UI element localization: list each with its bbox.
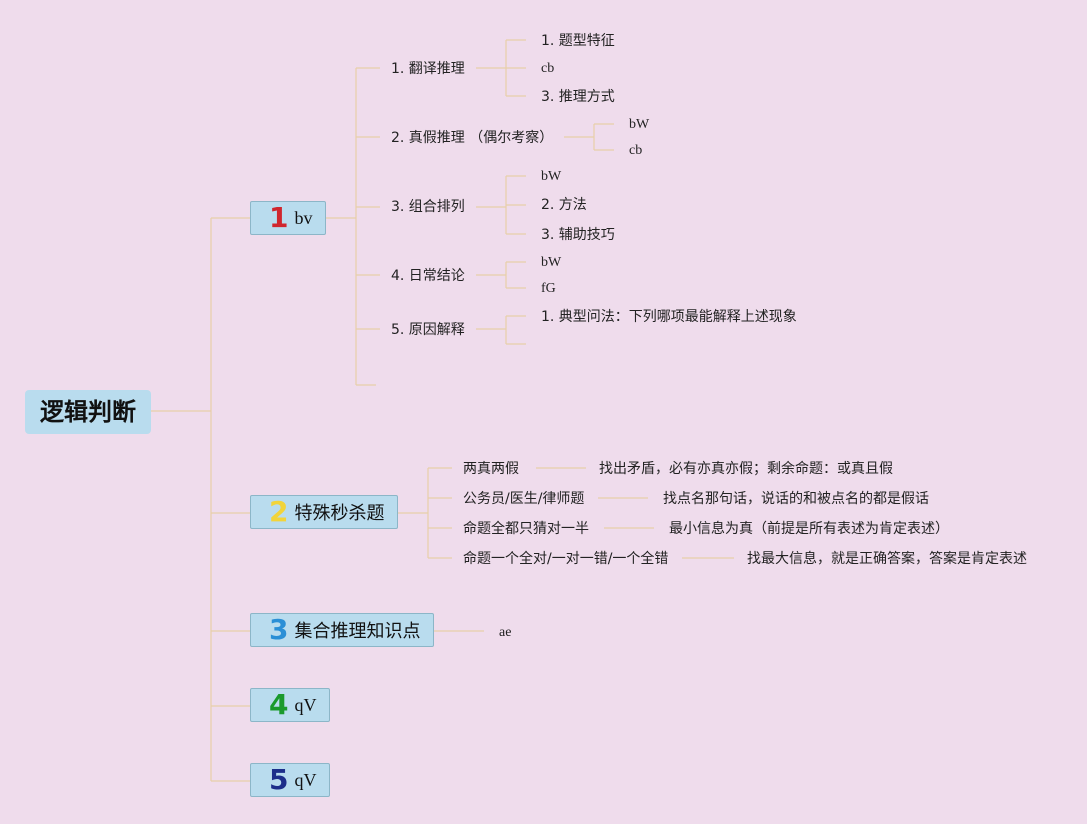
branch-3-number: 3 <box>269 613 289 646</box>
b1-sub-3[interactable]: 3. 组合排列 <box>391 199 465 215</box>
s1-leaf-1[interactable]: 1. 题型特征 <box>541 33 615 49</box>
s3-leaf-3[interactable]: 3. 辅助技巧 <box>541 227 615 243</box>
s2-leaf-2[interactable]: cb <box>629 143 643 158</box>
branch-1-number: 1 <box>269 201 289 234</box>
b2-item-1-desc[interactable]: 找出矛盾，必有亦真亦假；剩余命题：或真且假 <box>599 461 893 477</box>
b1-sub-1[interactable]: 1. 翻译推理 <box>391 61 465 77</box>
s5-leaf-1[interactable]: 1. 典型问法：下列哪项最能解释上述现象 <box>541 309 797 325</box>
b1-sub-2[interactable]: 2. 真假推理 （偶尔考察） <box>391 130 554 146</box>
b2-item-2-desc[interactable]: 找点名那句话，说话的和被点名的都是假话 <box>663 491 929 507</box>
root-node[interactable]: 逻辑判断 <box>25 390 151 434</box>
s3-leaf-2[interactable]: 2. 方法 <box>541 197 587 213</box>
b2-item-3-desc[interactable]: 最小信息为真（前提是所有表述为肯定表述） <box>669 521 949 537</box>
branch-4-number: 4 <box>269 688 289 721</box>
branch-1-node[interactable]: 1 bv <box>250 201 326 235</box>
branch-5-label: qV <box>294 769 317 790</box>
s1-leaf-3[interactable]: 3. 推理方式 <box>541 89 615 105</box>
s4-leaf-2[interactable]: fG <box>541 281 556 296</box>
branch-2-node[interactable]: 2 特殊秒杀题 <box>250 495 398 529</box>
branch-2-label: 特殊秒杀题 <box>294 503 385 524</box>
s1-leaf-2[interactable]: cb <box>541 61 555 76</box>
b2-item-1-label[interactable]: 两真两假 <box>463 461 519 477</box>
branch-3-label: 集合推理知识点 <box>294 621 421 642</box>
b2-item-2-label[interactable]: 公务员/医生/律师题 <box>463 491 585 507</box>
b2-item-4-label[interactable]: 命题一个全对/一对一错/一个全错 <box>463 551 669 567</box>
s2-leaf-1[interactable]: bW <box>629 117 650 132</box>
b1-sub-4[interactable]: 4. 日常结论 <box>391 268 465 284</box>
branch-5-number: 5 <box>269 763 289 796</box>
b3-item-1[interactable]: ae <box>499 625 512 640</box>
b2-item-3-label[interactable]: 命题全都只猜对一半 <box>463 521 589 537</box>
b2-item-4-desc[interactable]: 找最大信息，就是正确答案，答案是肯定表述 <box>747 551 1027 567</box>
branch-5-node[interactable]: 5 qV <box>250 763 330 797</box>
s3-leaf-1[interactable]: bW <box>541 169 562 184</box>
branch-1-label: bv <box>294 207 313 228</box>
s4-leaf-1[interactable]: bW <box>541 255 562 270</box>
b1-sub-5[interactable]: 5. 原因解释 <box>391 322 465 338</box>
branch-3-node[interactable]: 3 集合推理知识点 <box>250 613 434 647</box>
branch-4-label: qV <box>294 694 317 715</box>
branch-4-node[interactable]: 4 qV <box>250 688 330 722</box>
branch-2-number: 2 <box>269 495 289 528</box>
